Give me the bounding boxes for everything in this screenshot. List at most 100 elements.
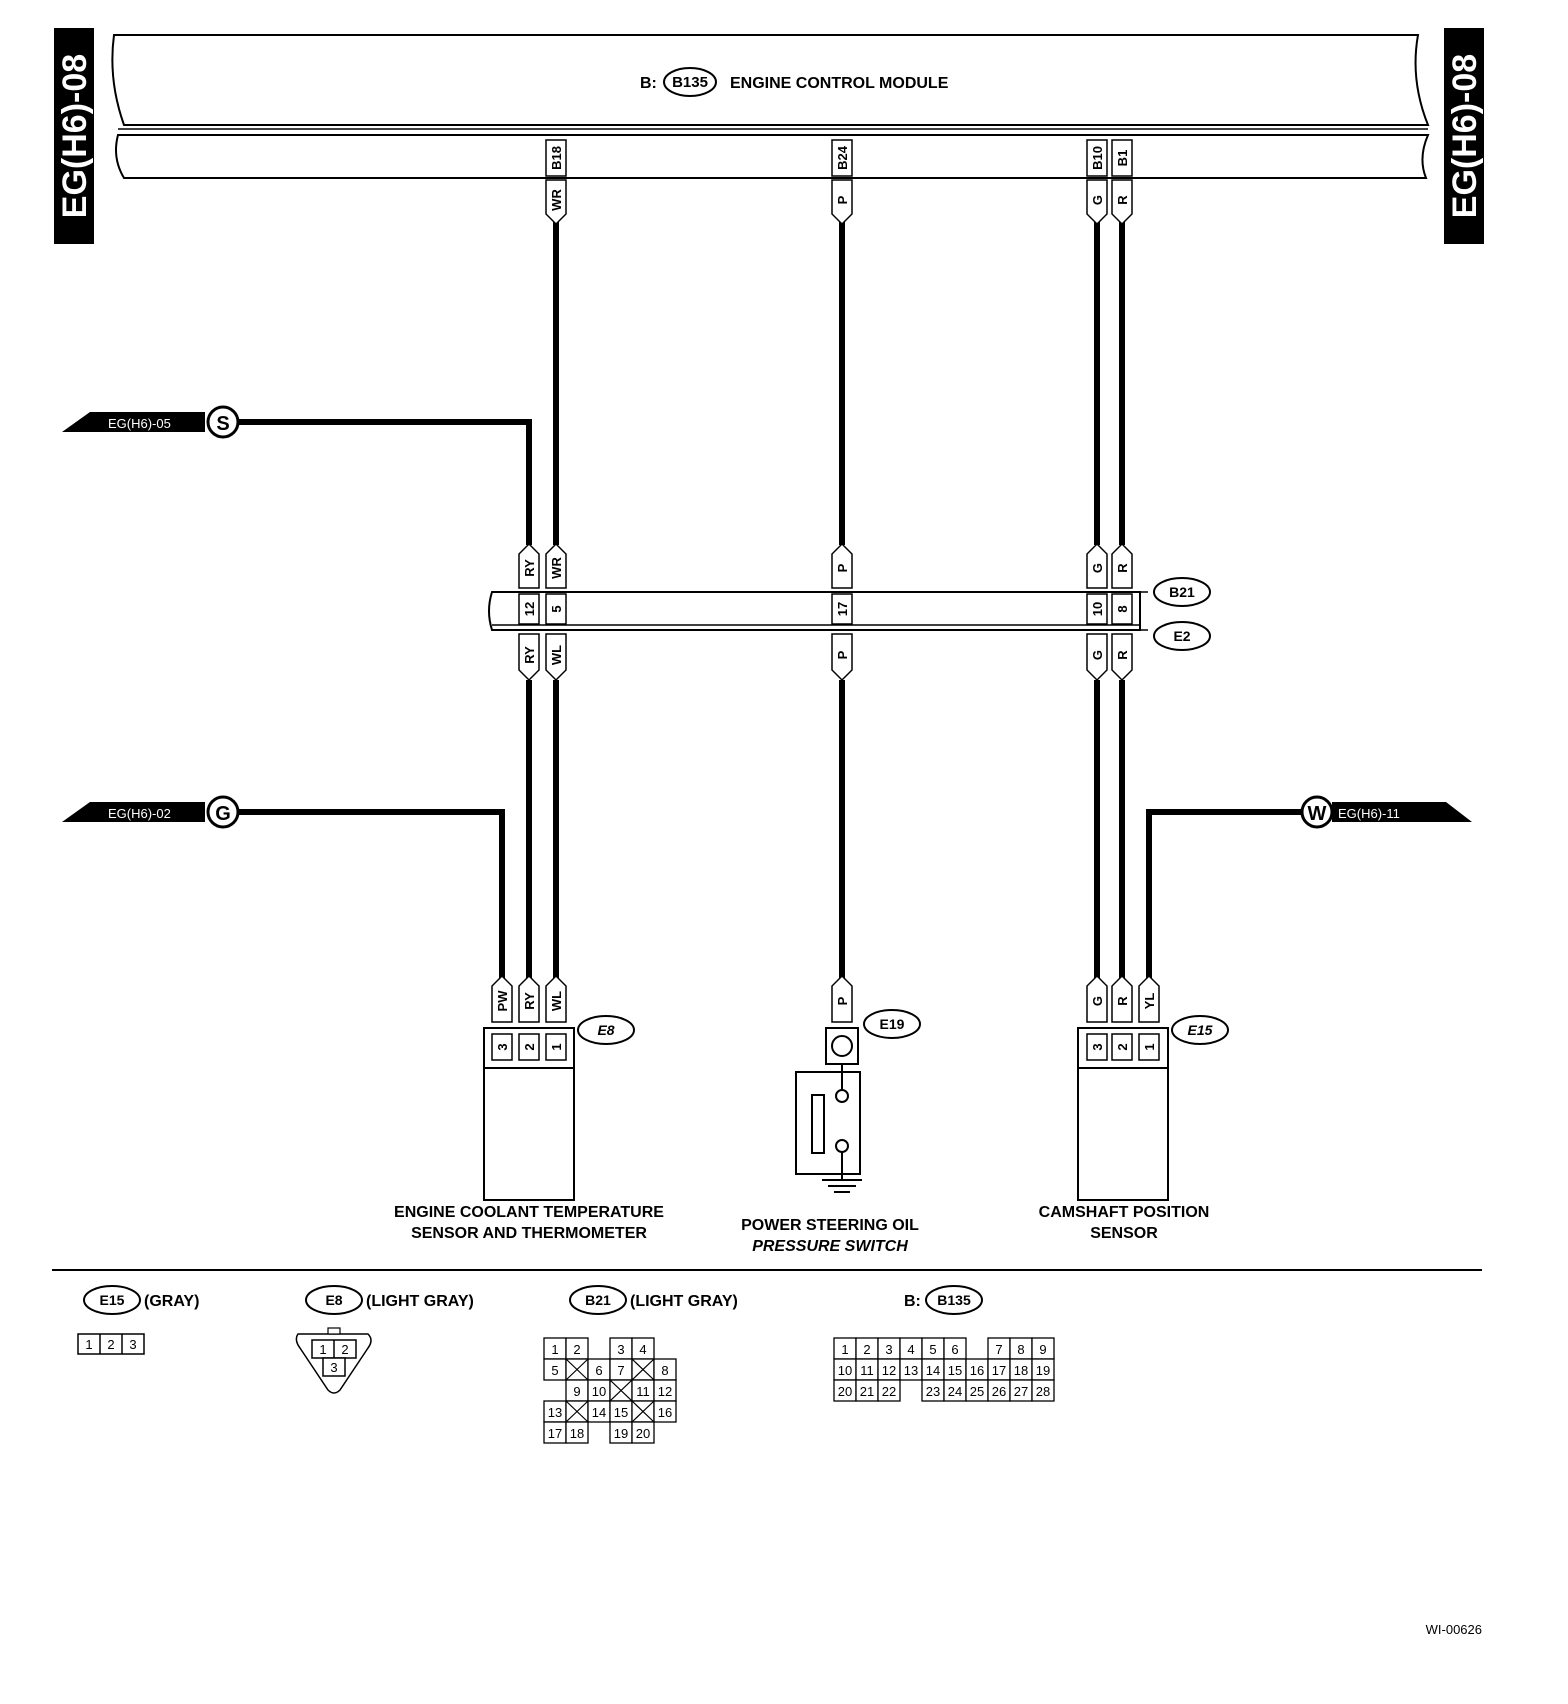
e15-wire-yl: YL	[1142, 993, 1157, 1010]
joint-column-ry: RY 12 RY	[518, 542, 540, 682]
joint-upper-connector-id: B21	[1169, 584, 1195, 600]
e15-pin-3: 3	[1090, 1043, 1105, 1050]
offpage-s-letter: S	[216, 413, 229, 435]
e15-wire-r: R	[1115, 996, 1130, 1006]
engine-control-module: B: B135 ENGINE CONTROL MODULE	[111, 34, 1430, 179]
joint-pin-5: 5	[549, 605, 564, 612]
joint-column-r: R 8 R	[1111, 542, 1133, 682]
cv-b21-pin: 4	[639, 1342, 646, 1357]
cv-b21-pin: 15	[614, 1405, 628, 1420]
page-ref-left[interactable]: EG(H6)-08	[54, 28, 94, 244]
e19-label-line2: PRESSURE SWITCH	[752, 1238, 908, 1255]
cv-b21-id: B21	[585, 1292, 611, 1308]
joint-upper-wire-r: R	[1115, 563, 1130, 573]
ecm-wire-r-label: R	[1115, 195, 1130, 205]
page-ref-left-text: EG(H6)-08	[56, 54, 94, 218]
cv-b135-pin: 1	[841, 1342, 848, 1357]
cv-b135-pin: 19	[1036, 1363, 1050, 1378]
cv-b135-pin: 20	[838, 1384, 852, 1399]
cv-b21-cell	[653, 1400, 677, 1423]
e15-pin-1: 1	[1142, 1043, 1157, 1050]
ecm-title: ENGINE CONTROL MODULE	[730, 75, 949, 92]
cv-b21-pin: 1	[551, 1342, 558, 1357]
e15-pin-2: 2	[1115, 1043, 1130, 1050]
joint-lower-wire-ry: RY	[522, 646, 537, 664]
e8-pin-2: 2	[522, 1043, 537, 1050]
joint-lower-wire-wl: WL	[549, 645, 564, 665]
joint-upper-wire-wr: WR	[549, 557, 564, 579]
joint-upper-wire-g: G	[1090, 563, 1105, 573]
joint-column-g: G 10 G	[1086, 542, 1108, 682]
e19-label-line1: POWER STEERING OIL	[741, 1217, 919, 1234]
cv-b135-pin: 25	[970, 1384, 984, 1399]
e15-label-line2: SENSOR	[1090, 1225, 1158, 1242]
cv-b135-pin: 27	[1014, 1384, 1028, 1399]
cv-b21-pin: 6	[595, 1363, 602, 1378]
page-ref-right[interactable]: EG(H6)-08	[1444, 28, 1484, 244]
cv-b135-pin: 21	[860, 1384, 874, 1399]
cv-e15-pin-1: 1	[85, 1337, 92, 1352]
cv-e15-pin-2: 2	[107, 1337, 114, 1352]
cv-b135-pin: 17	[992, 1363, 1006, 1378]
joint-lower-wire-r: R	[1115, 650, 1130, 660]
ecm-pin-b1: B1	[1111, 139, 1133, 177]
cv-b135-cell	[1031, 1379, 1055, 1402]
connector-view-e8: E8 (LIGHT GRAY) 1 2 3	[295, 1285, 474, 1394]
cv-e8-pin-3: 3	[330, 1360, 337, 1375]
cv-b21-pin: 5	[551, 1363, 558, 1378]
ecm-wire-p-label: P	[835, 195, 850, 204]
cv-b21-pin: 20	[636, 1426, 650, 1441]
joint-pin-17: 17	[835, 602, 850, 616]
cv-b135-pin: 24	[948, 1384, 962, 1399]
e15-connector-id: E15	[1188, 1022, 1213, 1038]
cv-b135-prefix: B:	[904, 1293, 921, 1310]
cv-b135-pin: 3	[885, 1342, 892, 1357]
cv-b21-pin: 17	[548, 1426, 562, 1441]
ecm-connector-oval	[663, 67, 717, 97]
joint-lower-connector-id: E2	[1173, 628, 1190, 644]
cv-b21-blocked-pin	[565, 1400, 589, 1423]
joint-connector	[488, 591, 1148, 631]
ecm-wire-tag-p: P	[831, 179, 853, 226]
figure-id: WI-00626	[1426, 1622, 1482, 1637]
offpage-ref-s[interactable]: EG(H6)-05 S	[62, 405, 240, 439]
e8-sensor: PW RY WL 3 2 1 E8 ENGINE COOLANT TEMPERA…	[394, 974, 664, 1242]
ecm-pin-b24: B24	[831, 139, 853, 177]
ecm-wire-tag-wr: WR	[545, 179, 567, 226]
cv-b135-pin: 12	[882, 1363, 896, 1378]
ecm-wire-tag-g: G	[1086, 179, 1108, 226]
cv-b21-pin: 3	[617, 1342, 624, 1357]
cv-b21-pin: 9	[573, 1384, 580, 1399]
joint-column-p: P 17 P	[831, 542, 853, 682]
e8-pin-1: 1	[549, 1043, 564, 1050]
cv-b21-pin: 13	[548, 1405, 562, 1420]
cv-b21-color: (LIGHT GRAY)	[630, 1293, 738, 1310]
cv-b135-pin: 18	[1014, 1363, 1028, 1378]
cv-b135-cell	[877, 1379, 901, 1402]
e15-label-line1: CAMSHAFT POSITION	[1039, 1204, 1210, 1221]
offpage-ref-w[interactable]: EG(H6)-11 W	[1300, 795, 1472, 829]
joint-pin-10: 10	[1090, 602, 1105, 616]
cv-b135-id: B135	[937, 1292, 971, 1308]
cv-b135-pin: 4	[907, 1342, 914, 1357]
ecm-pin-b10: B10	[1086, 139, 1108, 177]
cv-b21-cell	[631, 1421, 655, 1444]
ecm-pin-b18-label: B18	[549, 146, 564, 170]
ecm-pin-b18: B18	[545, 139, 567, 177]
cv-b21-pin: 11	[636, 1384, 650, 1399]
cv-b135-pin: 28	[1036, 1384, 1050, 1399]
joint-column-wr: WR 5 WL	[545, 542, 567, 682]
cv-e8-pin-2: 2	[341, 1342, 348, 1357]
e8-connector-id: E8	[597, 1022, 614, 1038]
e8-label-line2: SENSOR AND THERMOMETER	[411, 1225, 647, 1242]
wires	[238, 218, 1302, 985]
cv-e8-id: E8	[325, 1292, 342, 1308]
cv-e15-color: (GRAY)	[144, 1293, 199, 1310]
ecm-pin-b1-label: B1	[1115, 150, 1130, 167]
page-ref-right-text: EG(H6)-08	[1446, 54, 1484, 218]
offpage-ref-g[interactable]: EG(H6)-02 G	[62, 795, 240, 829]
